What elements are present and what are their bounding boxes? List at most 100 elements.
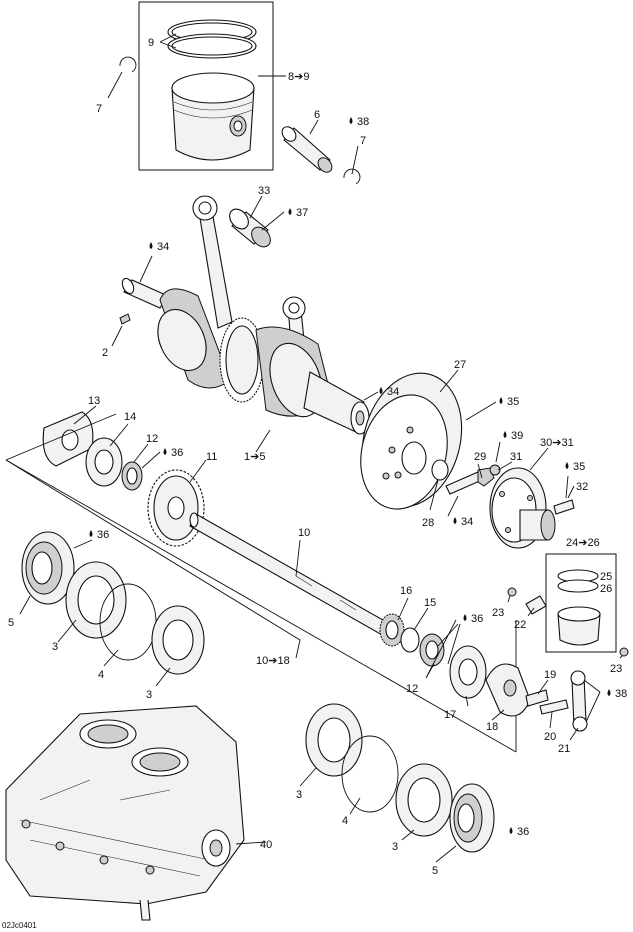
callout-12-top: 12	[146, 433, 158, 445]
callout-24-26: 24➔26	[566, 537, 600, 549]
oil-seal-5-left	[21, 531, 75, 605]
callout-10-18: 10➔18	[256, 655, 290, 667]
bushing-23b	[619, 647, 629, 657]
callout-23-b: 23	[610, 663, 622, 675]
oil-drop-icon	[607, 689, 611, 696]
callout-19: 19	[544, 669, 556, 681]
callout-35-right: 35	[573, 461, 585, 473]
oil-seal-5-low	[449, 783, 495, 853]
pump-piston-box	[545, 553, 617, 653]
flywheel-bolt	[445, 467, 495, 495]
callout-12-low: 12	[406, 683, 418, 695]
callout-5-low: 5	[432, 865, 438, 877]
oil-drop-icon	[149, 242, 153, 249]
crankcase	[5, 705, 245, 921]
leader-lines	[5, 33, 623, 863]
callout-labels: 9 8➔9 7 6 38 7 33 37 34 2 27 34 35 13 14…	[8, 37, 627, 877]
oil-drop-icon	[349, 117, 353, 124]
pump-cover-18	[485, 663, 531, 717]
callout-33: 33	[258, 185, 270, 197]
callout-23-a: 23	[492, 607, 504, 619]
oil-drop-icon	[379, 387, 383, 394]
callout-31: 31	[510, 451, 522, 463]
callout-34-low: 34	[461, 516, 473, 528]
callout-36-d: 36	[517, 826, 529, 838]
lubricant-drop-icons	[89, 117, 611, 834]
callout-36-a: 36	[171, 447, 183, 459]
callout-2: 2	[102, 347, 108, 359]
callout-39: 39	[511, 430, 523, 442]
screw-20	[539, 699, 569, 715]
callout-3-b: 3	[146, 689, 152, 701]
callout-9: 9	[148, 37, 154, 49]
oil-drop-icon	[163, 448, 167, 455]
oil-drop-icon	[509, 827, 513, 834]
callout-38-low: 38	[615, 688, 627, 700]
hub-screw	[553, 499, 575, 515]
oil-drop-icon	[565, 462, 569, 469]
circlip-right	[343, 168, 361, 185]
oil-seal-12	[121, 461, 143, 491]
callout-7-left: 7	[96, 103, 102, 115]
callout-1-5: 1➔5	[244, 451, 265, 463]
callout-34-top: 34	[157, 241, 169, 253]
callout-15: 15	[424, 597, 436, 609]
piston-pin	[281, 126, 333, 173]
callout-4-a: 4	[98, 669, 104, 681]
link-rod-21	[570, 670, 588, 732]
spacer-15	[400, 627, 420, 653]
callout-36-b: 36	[97, 529, 109, 541]
magneto-flywheel	[360, 372, 463, 510]
oil-drop-icon	[288, 208, 292, 215]
pin-19	[525, 689, 549, 707]
pump-gear	[147, 469, 205, 547]
flywheel-washer	[431, 459, 449, 481]
callout-11: 11	[206, 451, 217, 463]
ball-bearing-14	[85, 437, 123, 487]
callout-26: 26	[600, 583, 612, 595]
oil-drop-icon	[499, 397, 503, 404]
oil-drop-icon	[463, 614, 467, 621]
callout-18: 18	[486, 721, 498, 733]
callout-35-mid: 35	[507, 396, 519, 408]
callout-10: 10	[298, 527, 310, 539]
callout-13: 13	[88, 395, 100, 407]
figure-code: 02Jc0401	[2, 921, 37, 930]
drive-hub	[489, 467, 556, 549]
needle-bearing	[229, 208, 271, 248]
pin-22	[525, 595, 547, 615]
callout-20: 20	[544, 731, 556, 743]
callout-28: 28	[422, 517, 434, 529]
circlip-ring-4b	[341, 735, 399, 813]
callout-36-c: 36	[471, 613, 483, 625]
oil-drop-icon	[503, 431, 507, 438]
callout-3-d: 3	[392, 841, 398, 853]
ball-bearing-3b	[151, 605, 205, 675]
callout-29: 29	[474, 451, 486, 463]
ball-bearing-17	[449, 645, 487, 699]
crankshaft-assembly	[121, 195, 370, 435]
oil-drop-icon	[453, 517, 457, 524]
callout-14: 14	[124, 411, 136, 423]
callout-21: 21	[558, 743, 570, 755]
callout-27: 27	[454, 359, 466, 371]
ball-bearing-3c	[305, 703, 363, 777]
oil-seal-12-low	[419, 633, 445, 667]
callout-34-mid: 34	[387, 386, 399, 398]
pump-shaft	[189, 512, 391, 637]
callout-3-a: 3	[52, 641, 58, 653]
callout-32: 32	[576, 481, 588, 493]
callout-7-right: 7	[360, 135, 366, 147]
callout-40: 40	[260, 839, 272, 851]
callout-25: 25	[600, 571, 612, 583]
woodruff-key	[119, 313, 131, 325]
ball-bearing-3d	[395, 763, 453, 837]
circlip-left	[119, 56, 137, 73]
callout-16: 16	[400, 585, 412, 597]
callout-4-b: 4	[342, 815, 348, 827]
piston-assembly-box	[138, 1, 274, 171]
bushing-23a	[507, 587, 517, 597]
callout-30-31: 30➔31	[540, 437, 574, 449]
callout-17: 17	[444, 709, 456, 721]
